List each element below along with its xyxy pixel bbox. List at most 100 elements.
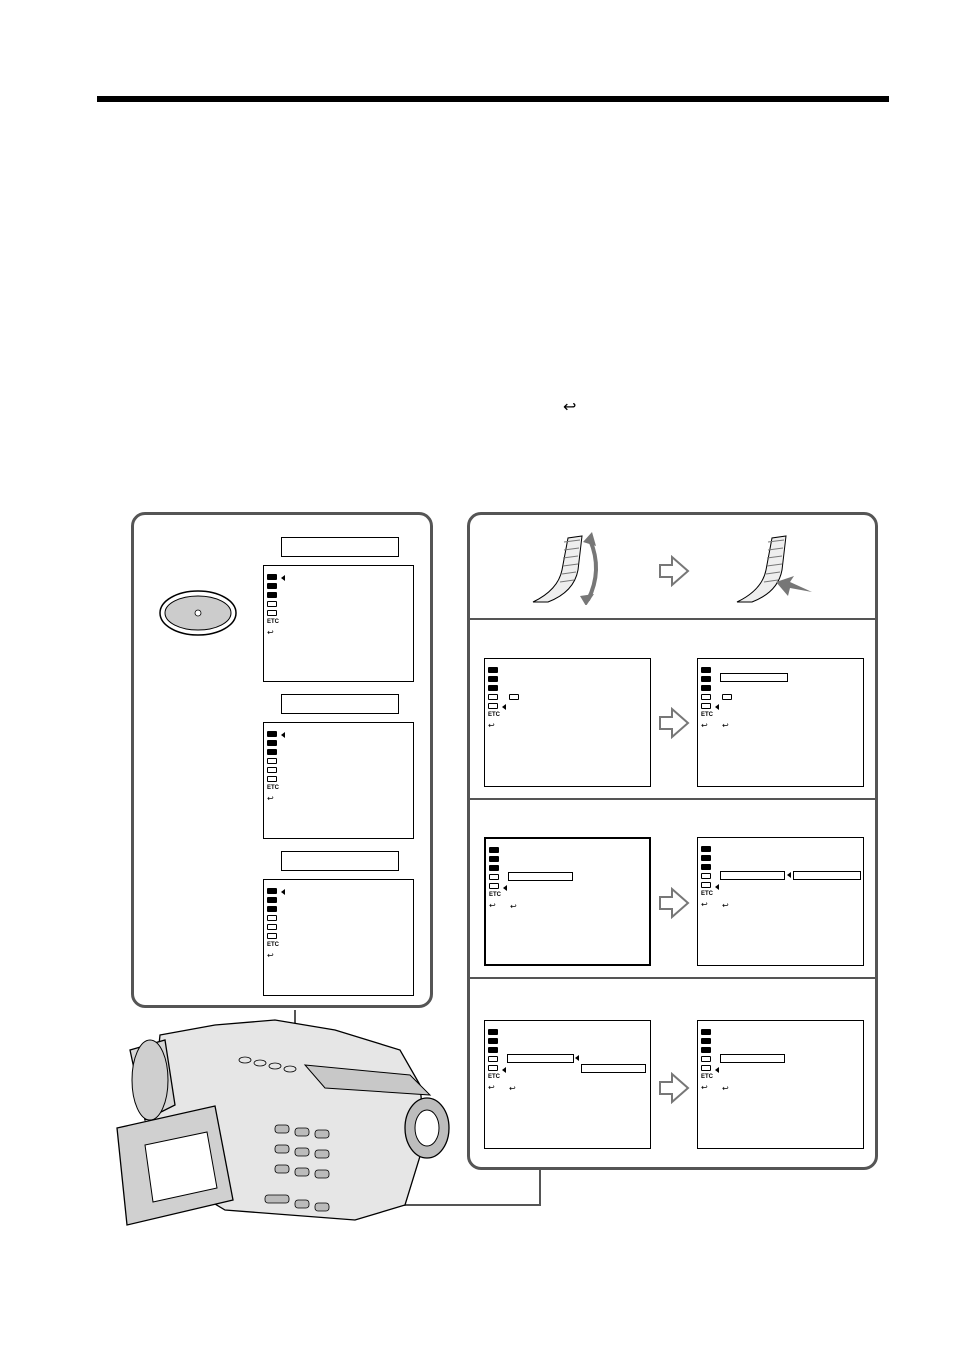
camera-set-icon xyxy=(267,574,277,580)
step-screen-2a: ETC ↩ ↩ xyxy=(484,837,651,966)
lcd-vf-set-icon xyxy=(488,685,498,691)
menu-icon-column: ETC ↩ xyxy=(701,667,715,733)
camera-set-icon xyxy=(701,846,711,852)
submenu-selection-box xyxy=(507,1054,574,1063)
menu-icon-column: ETC ↩ xyxy=(488,1029,502,1095)
mode-label-2 xyxy=(281,694,399,714)
return-icon: ↩ xyxy=(722,901,729,910)
tape-set-icon xyxy=(267,610,277,616)
menu-screen-2: ETC ↩ xyxy=(263,722,414,839)
etc-icon: ETC xyxy=(267,942,279,948)
option-cursor xyxy=(787,872,791,878)
camera-set-icon xyxy=(488,1029,498,1035)
submenu-selection-box xyxy=(720,1054,785,1063)
tape-set-icon xyxy=(267,924,277,930)
return-symbol: ↩ xyxy=(563,399,577,416)
cm-set-icon xyxy=(701,1056,711,1062)
next-arrow-icon xyxy=(659,707,690,739)
camera-set-icon xyxy=(701,1029,711,1035)
step-screen-3a: ETC ↩ ↩ xyxy=(484,1020,651,1149)
camera-set-icon xyxy=(489,847,499,853)
section-divider xyxy=(470,618,875,620)
menu-screen-1: ETC ↩ xyxy=(263,565,414,682)
menu-cursor xyxy=(281,575,285,581)
submenu-selection-box xyxy=(508,872,573,881)
etc-icon: ETC xyxy=(701,712,713,718)
return-icon: ↩ xyxy=(509,1084,516,1093)
menu-icon-column: ETC ↩ xyxy=(701,1029,715,1095)
option-value-box xyxy=(581,1064,646,1073)
camera-set-icon xyxy=(267,731,277,737)
return-icon: ↩ xyxy=(701,1083,708,1092)
return-icon: ↩ xyxy=(267,794,274,803)
return-icon: ↩ xyxy=(267,628,274,637)
menu-icon-column: ETC ↩ xyxy=(701,846,715,912)
right-panel: ETC ↩ ETC ↩ ↩ xyxy=(467,512,878,1170)
step-screen-1b: ETC ↩ ↩ xyxy=(697,658,864,787)
mode-label-3 xyxy=(281,851,399,871)
menu-screen-3: ETC ↩ xyxy=(263,879,414,996)
memory-set-icon xyxy=(267,583,277,589)
etc-icon: ETC xyxy=(488,712,500,718)
menu-button-illustration xyxy=(159,590,237,636)
return-icon: ↩ xyxy=(489,901,496,910)
menu-cursor xyxy=(281,889,285,895)
step-screen-3b: ETC ↩ ↩ xyxy=(697,1020,864,1149)
return-icon: ↩ xyxy=(722,721,729,730)
menu-icon-column: ETC ↩ xyxy=(489,847,503,913)
left-panel: ETC ↩ ETC ↩ xyxy=(131,512,433,1008)
return-icon: ↩ xyxy=(701,900,708,909)
memory-set-icon xyxy=(701,1038,711,1044)
menu-title-box xyxy=(720,673,788,682)
next-arrow-icon xyxy=(659,555,690,587)
step-screen-1a: ETC ↩ xyxy=(484,658,651,787)
return-icon: ↩ xyxy=(722,1084,729,1093)
cm-set-icon xyxy=(267,758,277,764)
return-icon: ↩ xyxy=(267,951,274,960)
lcd-vf-set-icon xyxy=(701,685,711,691)
dial-press-illustration xyxy=(736,535,812,603)
cm-set-icon xyxy=(267,601,277,607)
menu-cursor xyxy=(715,1067,719,1073)
header-rule xyxy=(97,96,889,102)
mode-label-1 xyxy=(281,537,399,557)
tape-set-icon xyxy=(488,1065,498,1071)
camera-set-icon xyxy=(267,888,277,894)
cm-set-icon xyxy=(267,915,277,921)
menu-cursor xyxy=(502,1067,506,1073)
menu-icon-column: ETC ↩ xyxy=(267,731,281,806)
return-icon: ↩ xyxy=(488,721,495,730)
section-divider xyxy=(470,798,875,800)
menu-icon-column: ETC ↩ xyxy=(267,888,281,963)
memory-set-icon xyxy=(267,897,277,903)
camera-set-icon xyxy=(701,667,711,673)
tape-set-icon xyxy=(488,703,498,709)
option-cursor xyxy=(575,1055,579,1061)
lcd-vf-set-icon xyxy=(489,865,499,871)
memory-set-icon xyxy=(489,856,499,862)
tape-set-icon xyxy=(489,883,499,889)
menu-icon-column: ETC ↩ xyxy=(267,574,281,640)
memory-set-icon xyxy=(267,740,277,746)
lcd-vf-set-icon xyxy=(701,1047,711,1053)
memory-set-icon xyxy=(488,676,498,682)
etc-icon: ETC xyxy=(701,891,713,897)
camera-set-icon xyxy=(488,667,498,673)
step-screen-2b: ETC ↩ ↩ xyxy=(697,837,864,966)
lcd-vf-set-icon xyxy=(701,864,711,870)
menu-icon-column: ETC ↩ xyxy=(488,667,502,733)
menu-cursor xyxy=(503,885,507,891)
etc-icon: ETC xyxy=(267,785,279,791)
memory-set-icon xyxy=(701,855,711,861)
dial-turn-illustration xyxy=(532,532,599,605)
etc-icon: ETC xyxy=(488,1074,500,1080)
cm-set-icon xyxy=(489,874,499,880)
cm-set-icon xyxy=(488,1056,498,1062)
memory-set-icon xyxy=(488,1038,498,1044)
cm-set-icon xyxy=(701,694,711,700)
submenu-item-icon xyxy=(722,694,732,700)
return-icon: ↩ xyxy=(510,902,517,911)
next-arrow-icon xyxy=(659,887,690,919)
tape-set-icon xyxy=(701,882,711,888)
